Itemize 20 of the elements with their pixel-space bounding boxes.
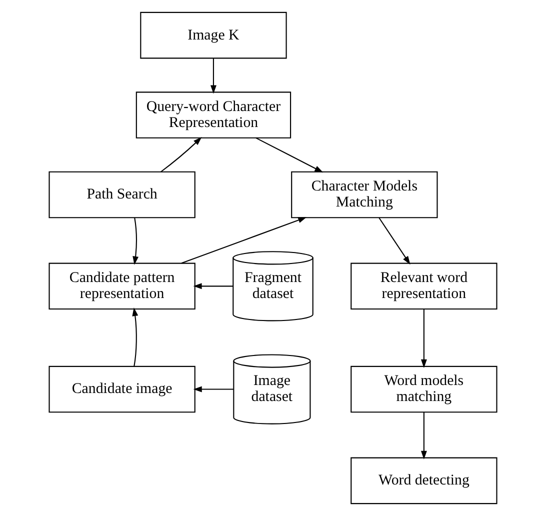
arrow [420,309,427,368]
arrow [378,218,410,265]
node-box: Candidate pattern representation [48,262,196,310]
arrow [132,308,138,366]
arrow [210,58,216,94]
arrow [160,137,202,172]
node-box: Image K [140,12,287,59]
arrow [256,137,324,172]
node-box: Relevant word representation [350,262,498,310]
node-box: Word models matching [350,366,498,413]
arrow [132,218,139,265]
arrow [181,217,307,264]
node-box: Path Search [48,171,196,218]
arrow [193,386,234,392]
node-box: Character Models Matching [291,171,438,218]
node-box: Candidate image [48,366,196,413]
node-box: Word detecting [350,457,498,504]
arrow [193,283,234,290]
node-box: Query-word Character Representation [136,92,292,138]
arrow [420,412,427,460]
